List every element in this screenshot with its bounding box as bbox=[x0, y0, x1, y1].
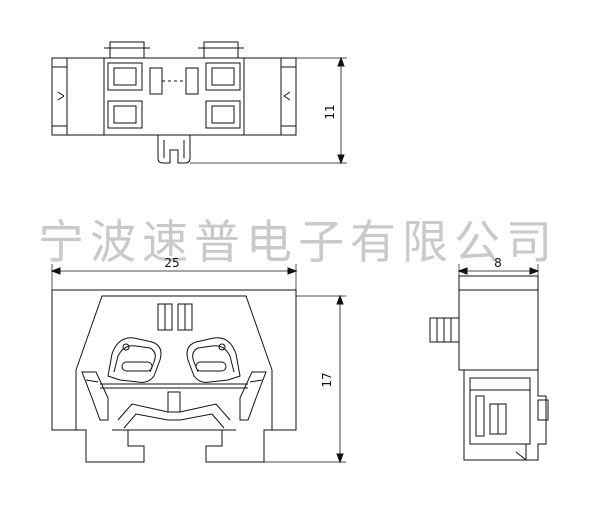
spring-clamp-right bbox=[186, 337, 241, 383]
front-view-housing bbox=[75, 295, 273, 371]
top-tab-left bbox=[109, 41, 145, 59]
front-view-body bbox=[51, 289, 297, 463]
clamp-opening-4 bbox=[205, 100, 241, 129]
top-view bbox=[51, 41, 347, 165]
clamp-opening-3 bbox=[107, 100, 143, 129]
side-view bbox=[429, 264, 549, 461]
clamp-opening-1 bbox=[107, 62, 143, 91]
side-view-base bbox=[463, 370, 547, 461]
watermark-text: 宁波速普电子有限公司 bbox=[38, 215, 558, 269]
spring-clamp-left bbox=[107, 337, 162, 383]
front-view bbox=[50, 264, 346, 464]
dim-label-front-height: 17 bbox=[320, 372, 334, 387]
dim-label-side-width: 8 bbox=[494, 256, 502, 270]
top-latch bbox=[157, 135, 191, 164]
top-tab-right bbox=[203, 41, 239, 59]
top-view-body bbox=[51, 57, 297, 136]
dim-label-front-width: 25 bbox=[164, 256, 179, 270]
clamp-opening-2 bbox=[205, 62, 241, 91]
dim-label-top-height: 11 bbox=[323, 104, 337, 119]
